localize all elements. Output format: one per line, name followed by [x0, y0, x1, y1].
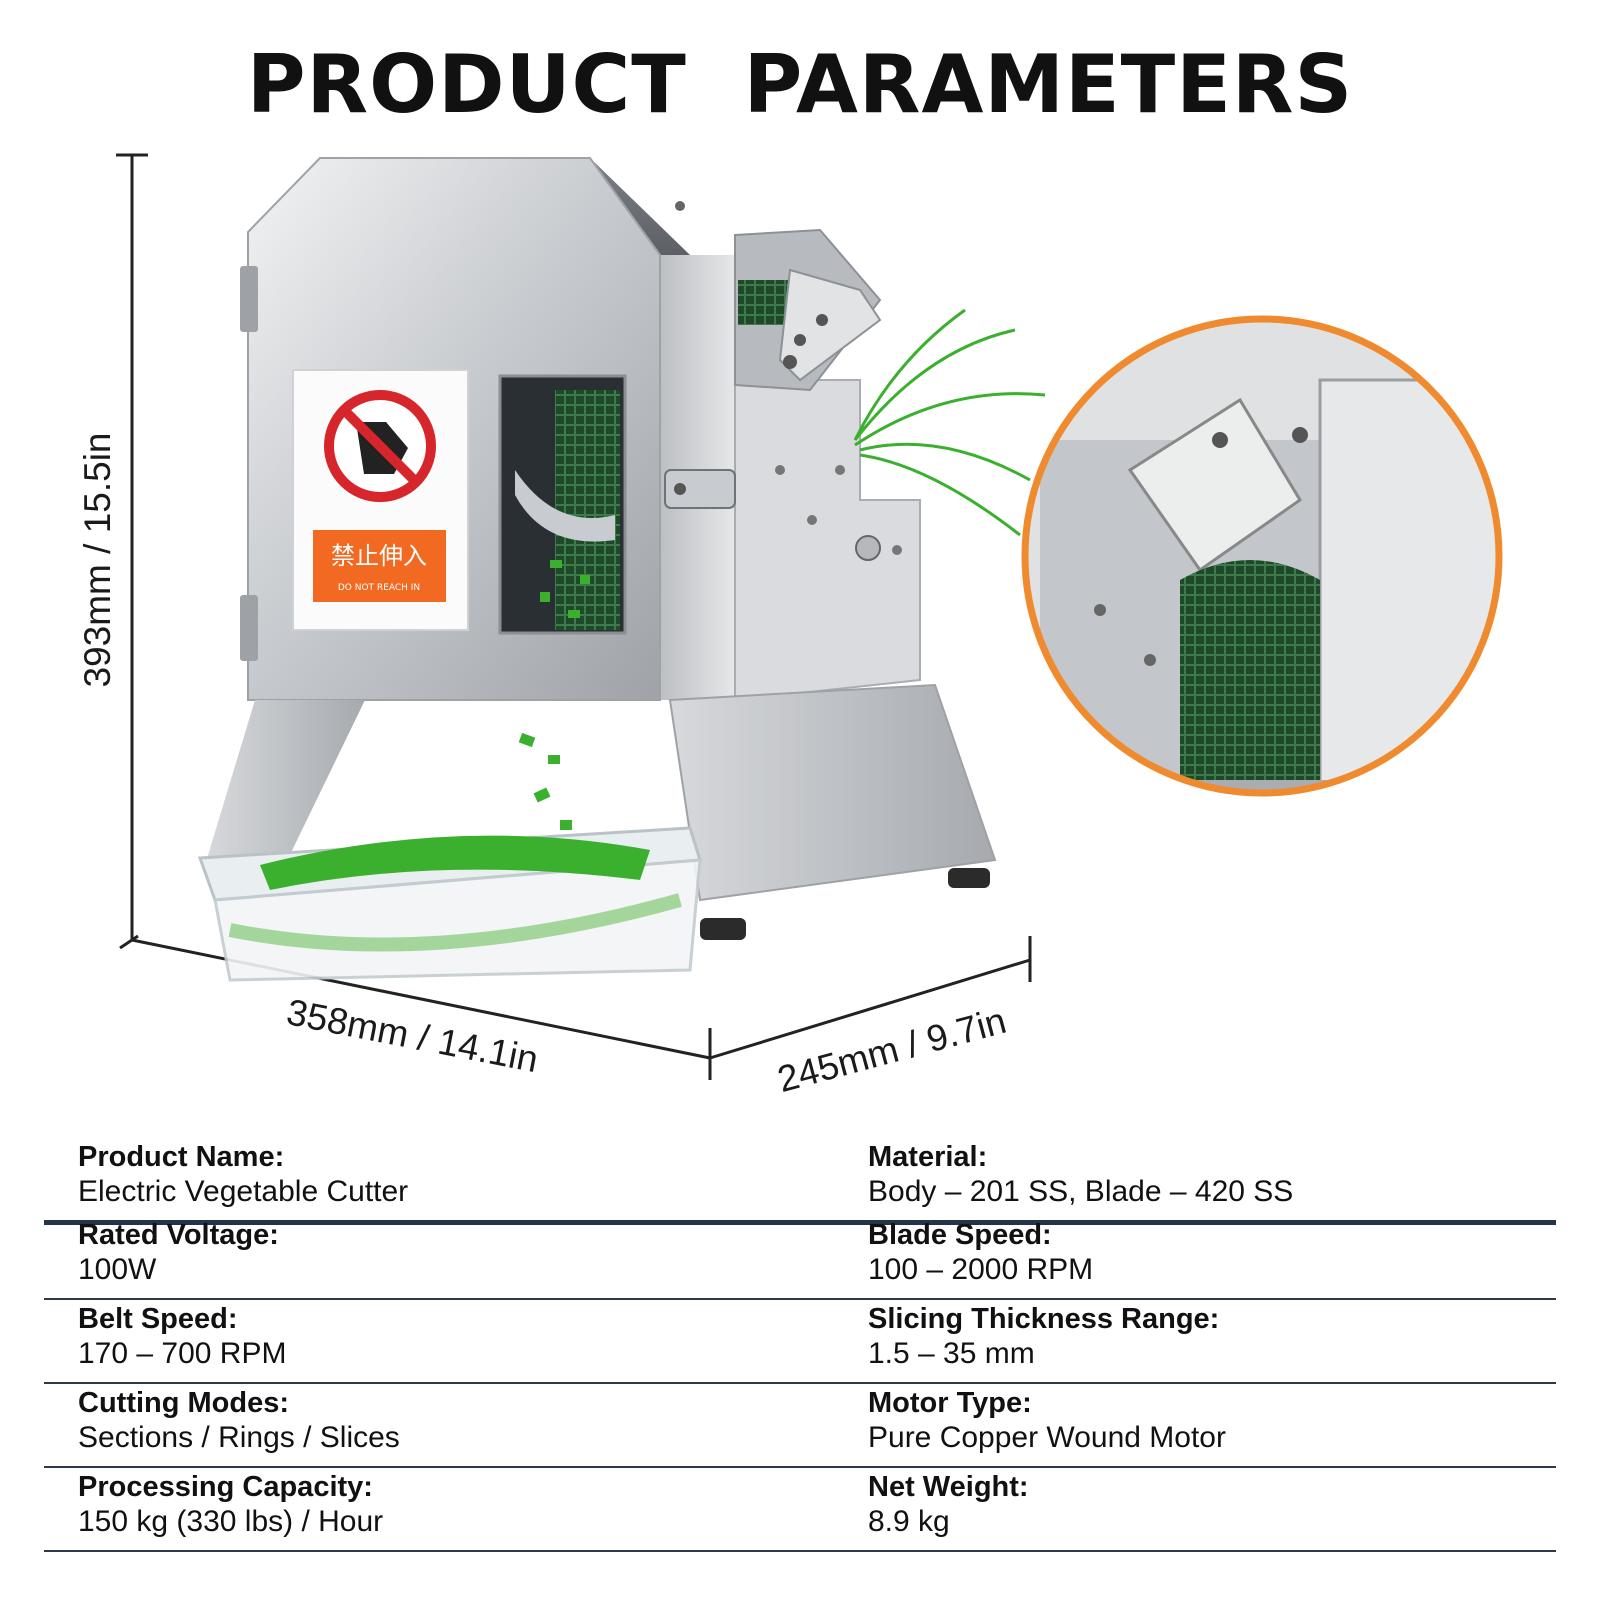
row-divider	[44, 1298, 1556, 1300]
row-divider	[44, 1382, 1556, 1384]
spec-value: 8.9 kg	[868, 1505, 950, 1538]
spec-cell-left: Belt Speed:170 – 700 RPM	[78, 1302, 286, 1372]
row-divider	[44, 1466, 1556, 1468]
detail-zoom-circle	[1021, 315, 1503, 797]
spec-row: Cutting Modes:Sections / Rings / Slices M…	[44, 1386, 1556, 1470]
spec-value: 100 – 2000 RPM	[868, 1253, 1094, 1286]
height-dimension-label: 393mm / 15.5in	[77, 432, 118, 687]
spec-cell-right: Slicing Thickness Range:1.5 – 35 mm	[868, 1302, 1219, 1372]
spec-cell-right: Material:Body – 201 SS, Blade – 420 SS	[868, 1140, 1293, 1210]
spec-value: 1.5 – 35 mm	[868, 1337, 1035, 1370]
spec-row: Product Name:Electric Vegetable Cutter Ma…	[44, 1140, 1556, 1225]
scallion-bunch	[853, 308, 1046, 537]
collection-tray	[197, 826, 702, 982]
spec-cell-right: Blade Speed:100 – 2000 RPM	[868, 1218, 1093, 1288]
spec-row: Processing Capacity:150 kg (330 lbs) / H…	[44, 1470, 1556, 1554]
spec-label: Net Weight:	[868, 1471, 1029, 1503]
spec-label: Material:	[868, 1141, 988, 1173]
spec-label: Belt Speed:	[78, 1303, 238, 1335]
spec-label: Blade Speed:	[868, 1219, 1052, 1251]
spec-cell-left: Cutting Modes:Sections / Rings / Slices	[78, 1386, 400, 1456]
spec-table: Product Name:Electric Vegetable Cutter Ma…	[44, 1140, 1556, 1554]
spec-value: 150 kg (330 lbs) / Hour	[78, 1505, 384, 1538]
spec-label: Slicing Thickness Range:	[868, 1303, 1220, 1335]
spec-label: Rated Voltage:	[78, 1219, 279, 1251]
spec-cell-right: Net Weight:8.9 kg	[868, 1470, 1029, 1540]
spec-value: 170 – 700 RPM	[78, 1337, 287, 1370]
spec-cell-right: Motor Type:Pure Copper Wound Motor	[868, 1386, 1226, 1456]
row-divider	[44, 1220, 1556, 1225]
spec-cell-left: Product Name:Electric Vegetable Cutter	[78, 1140, 408, 1210]
spec-row: Rated Voltage:100W Blade Speed:100 – 2000…	[44, 1218, 1556, 1302]
page-title: PRODUCT PARAMETERS	[246, 38, 1354, 131]
spec-value: 100W	[78, 1253, 157, 1286]
sign-small-text: DO NOT REACH IN	[338, 583, 420, 593]
spec-value: Electric Vegetable Cutter	[78, 1175, 409, 1208]
sign-chinese-text: 禁止伸入	[331, 542, 427, 570]
spec-value: Body – 201 SS, Blade – 420 SS	[868, 1175, 1294, 1208]
spec-label: Processing Capacity:	[78, 1471, 373, 1503]
spec-value: Pure Copper Wound Motor	[868, 1421, 1226, 1454]
spec-row: Belt Speed:170 – 700 RPM Slicing Thicknes…	[44, 1302, 1556, 1386]
row-divider	[44, 1550, 1556, 1552]
spec-label: Cutting Modes:	[78, 1387, 290, 1419]
width-dimension-label: 245mm / 9.7in	[773, 1000, 1010, 1100]
spec-value: Sections / Rings / Slices	[78, 1421, 400, 1454]
spec-cell-left: Processing Capacity:150 kg (330 lbs) / H…	[78, 1470, 383, 1540]
spec-label: Product Name:	[78, 1141, 285, 1173]
product-illustration: 393mm / 15.5in 358mm / 14.1in 245mm / 9.…	[77, 153, 1503, 1100]
spec-label: Motor Type:	[868, 1387, 1032, 1419]
length-dimension-label: 358mm / 14.1in	[283, 991, 541, 1080]
vegetable-cutter-machine: 禁止伸入 DO NOT REACH IN	[197, 157, 1046, 982]
spec-cell-left: Rated Voltage:100W	[78, 1218, 279, 1288]
